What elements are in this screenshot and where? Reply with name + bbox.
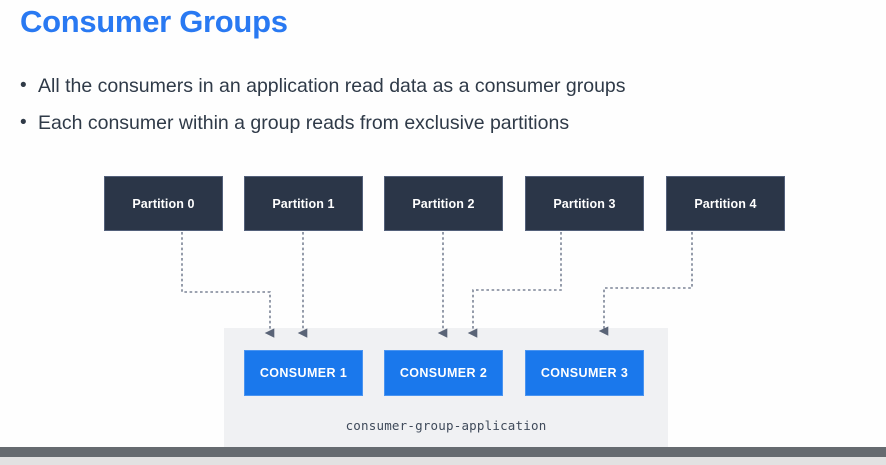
partition-label: Partition 4 bbox=[694, 196, 757, 211]
consumer-label: CONSUMER 2 bbox=[399, 366, 488, 380]
partition-box-4[interactable]: Partition 4 bbox=[666, 176, 785, 231]
consumer-box-3[interactable]: CONSUMER 3 bbox=[525, 350, 644, 396]
connector-partition4-consumer3 bbox=[598, 232, 693, 336]
bullet-marker-icon: • bbox=[20, 75, 27, 96]
horizontal-scrollbar-thumb[interactable] bbox=[0, 447, 886, 457]
consumer-group-diagram: Partition 0 Partition 1 Partition 2 Part… bbox=[0, 150, 886, 447]
consumer-label: CONSUMER 3 bbox=[540, 366, 629, 380]
bullet-text: All the consumers in an application read… bbox=[38, 75, 626, 97]
bullet-marker-icon: • bbox=[20, 112, 27, 133]
consumer-label: CONSUMER 1 bbox=[259, 366, 348, 380]
partition-box-3[interactable]: Partition 3 bbox=[525, 176, 644, 231]
connector-partition0-consumer1 bbox=[181, 232, 275, 338]
consumer-group-application-label: consumer-group-application bbox=[345, 418, 547, 433]
bullet-item: • Each consumer within a group reads fro… bbox=[20, 109, 840, 140]
partition-label: Partition 2 bbox=[412, 196, 475, 211]
consumer-box-2[interactable]: CONSUMER 2 bbox=[384, 350, 503, 396]
bullet-text: Each consumer within a group reads from … bbox=[38, 112, 570, 134]
partition-box-2[interactable]: Partition 2 bbox=[384, 176, 503, 231]
partition-label: Partition 3 bbox=[553, 196, 616, 211]
partition-box-1[interactable]: Partition 1 bbox=[244, 176, 363, 231]
partition-label: Partition 1 bbox=[272, 196, 335, 211]
bullet-item: • All the consumers in an application re… bbox=[20, 72, 840, 103]
page-title: Consumer Groups bbox=[20, 4, 288, 39]
bullet-list: • All the consumers in an application re… bbox=[20, 72, 840, 146]
partition-box-0[interactable]: Partition 0 bbox=[104, 176, 223, 231]
partition-label: Partition 0 bbox=[132, 196, 195, 211]
slide-canvas: Consumer Groups • All the consumers in a… bbox=[0, 4, 886, 447]
consumer-box-1[interactable]: CONSUMER 1 bbox=[244, 350, 363, 396]
connector-partition3-consumer2 bbox=[467, 232, 562, 338]
